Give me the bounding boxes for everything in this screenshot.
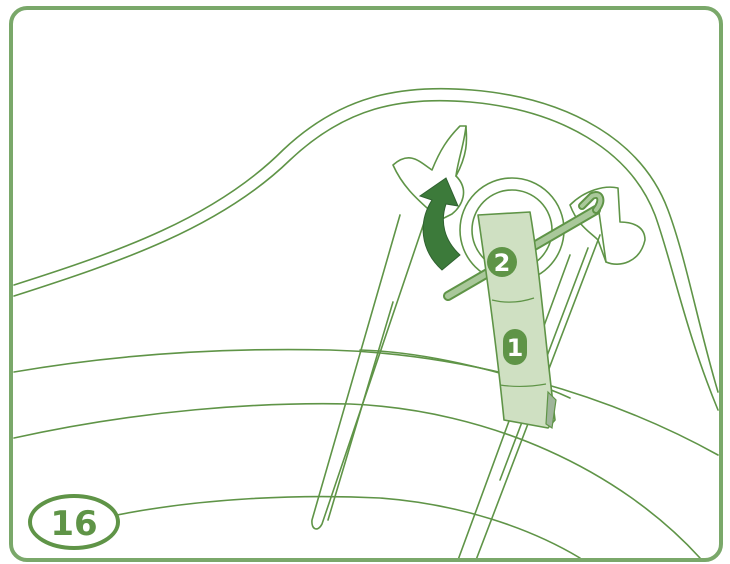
marker-1: 1 xyxy=(503,329,527,365)
step-badge: 16 xyxy=(30,496,118,548)
marker-2-label: 2 xyxy=(494,249,511,277)
marker-1-label: 1 xyxy=(507,334,524,362)
marker-2: 2 xyxy=(487,247,517,277)
panel-border xyxy=(11,8,721,560)
step-number: 16 xyxy=(50,504,97,544)
